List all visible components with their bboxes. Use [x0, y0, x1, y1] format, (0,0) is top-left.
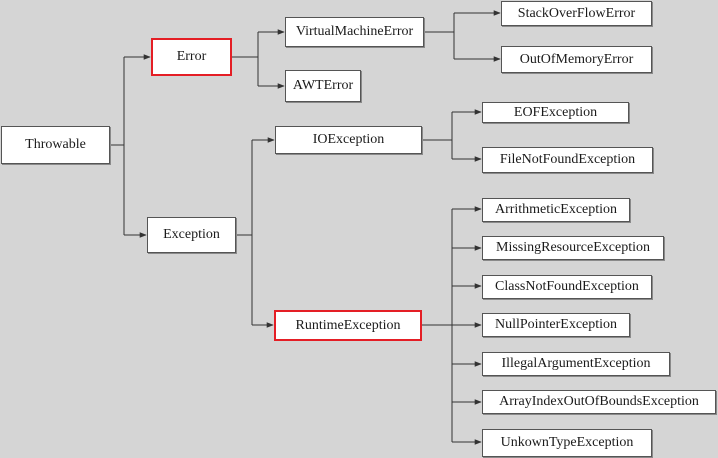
- node-out-of-memory-error: OutOfMemoryError: [501, 46, 652, 73]
- node-null-pointer-exception: NullPointerException: [482, 313, 630, 337]
- edge-runtime-trunk: [422, 209, 453, 442]
- edge-exception-trunk: [236, 140, 253, 325]
- node-awt-error: AWTError: [285, 70, 361, 102]
- node-array-index-out-of-bounds-exception: ArrayIndexOutOfBoundsException: [482, 390, 716, 414]
- node-runtime-exception: RuntimeException: [274, 310, 422, 341]
- node-stack-overflow-error: StackOverFlowError: [501, 1, 652, 26]
- node-illegal-argument-exception: IllegalArgumentException: [482, 352, 670, 376]
- node-file-not-found-exception: FileNotFoundException: [482, 147, 653, 173]
- edge-io-trunk: [422, 112, 453, 159]
- node-io-exception: IOException: [275, 126, 422, 154]
- node-error: Error: [151, 38, 232, 76]
- edge-vme-trunk: [424, 13, 455, 59]
- node-arithmetic-exception: ArrithmeticException: [482, 198, 630, 222]
- node-missing-resource-exception: MissingResourceException: [482, 236, 664, 260]
- node-virtual-machine-error: VirtualMachineError: [285, 17, 424, 47]
- edge-error-trunk: [232, 32, 259, 86]
- node-exception: Exception: [147, 217, 236, 253]
- node-throwable: Throwable: [1, 126, 110, 164]
- node-unknown-type-exception: UnkownTypeException: [482, 429, 652, 457]
- edge-throwable-trunk: [110, 57, 125, 235]
- node-eof-exception: EOFException: [482, 102, 629, 123]
- node-class-not-found-exception: ClassNotFoundException: [482, 275, 652, 299]
